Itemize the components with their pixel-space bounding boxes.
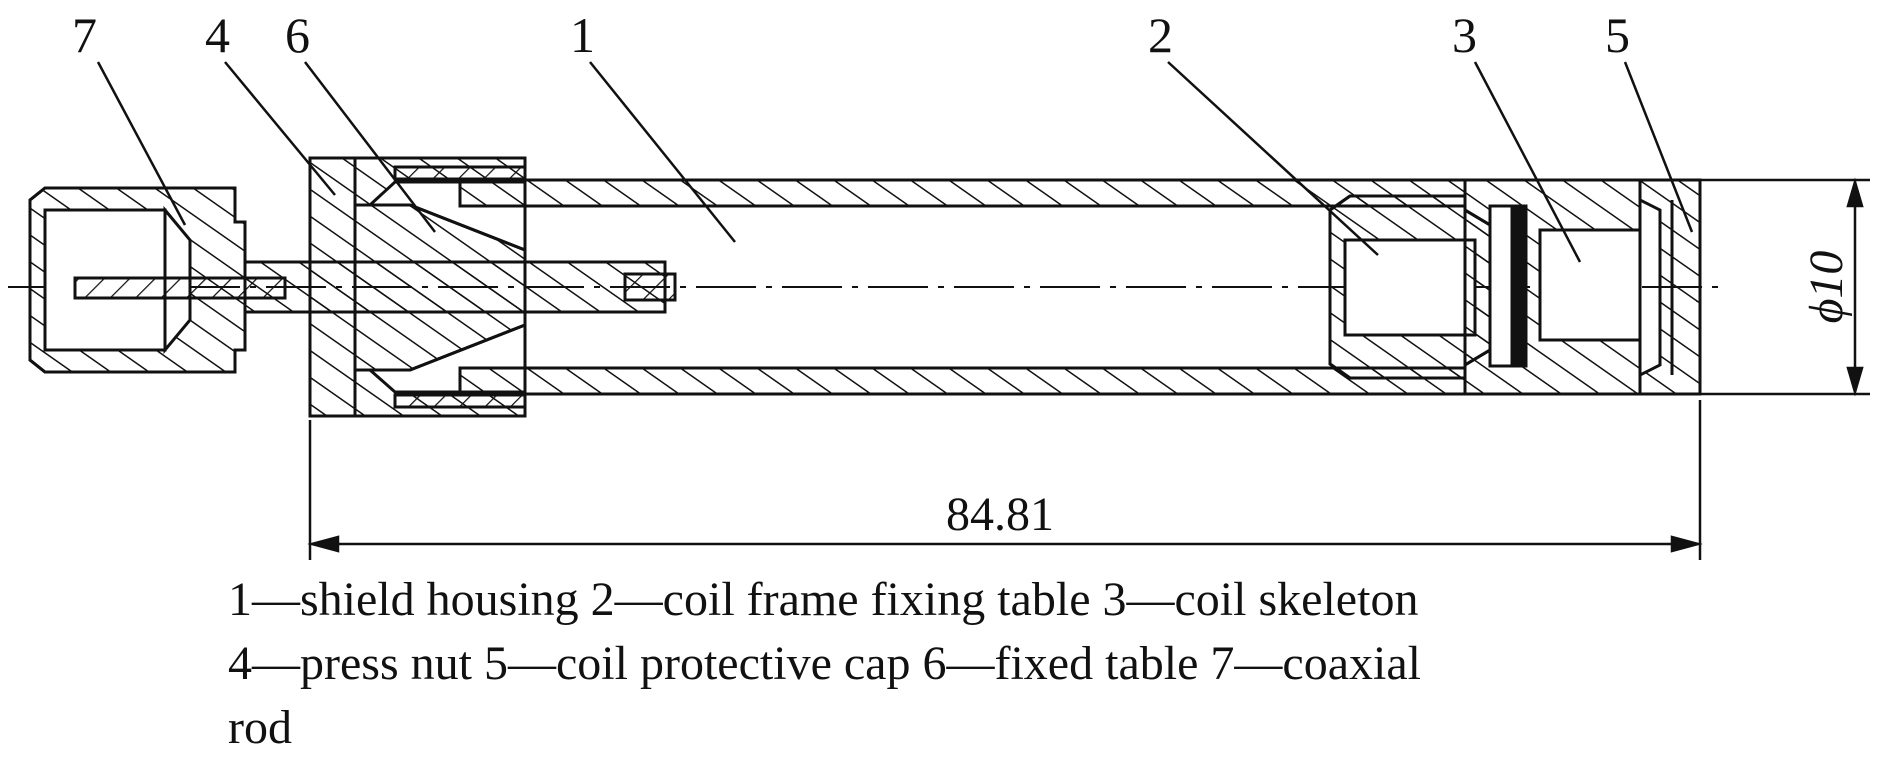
callout-3: 3 [1452,7,1477,63]
callout-1: 1 [570,7,595,63]
length-dimension [307,400,1703,560]
leader-lines [96,61,1694,263]
length-dimension-label: 84.81 [946,488,1054,541]
coil-protective-cap [1638,178,1702,396]
callout-6: 6 [285,7,310,63]
callout-5: 5 [1605,7,1630,63]
caption-line-2: 4—press nut 5—coil protective cap 6—fixe… [228,637,1421,690]
coil-frame-fixing-table [1328,194,1492,380]
diameter-dimension-label: ϕ10 [1800,251,1853,324]
caption-line-1: 1—shield housing 2—coil frame fixing tab… [228,573,1419,626]
callout-2: 2 [1148,7,1173,63]
coaxial-rod [28,186,677,374]
coil-skeleton [1463,178,1642,396]
figure-caption: 1—shield housing 2—coil frame fixing tab… [228,568,1748,760]
caption-line-3: rod [228,701,292,754]
callout-7: 7 [72,7,97,63]
callout-4: 4 [205,7,230,63]
diameter-dimension [1700,177,1870,397]
